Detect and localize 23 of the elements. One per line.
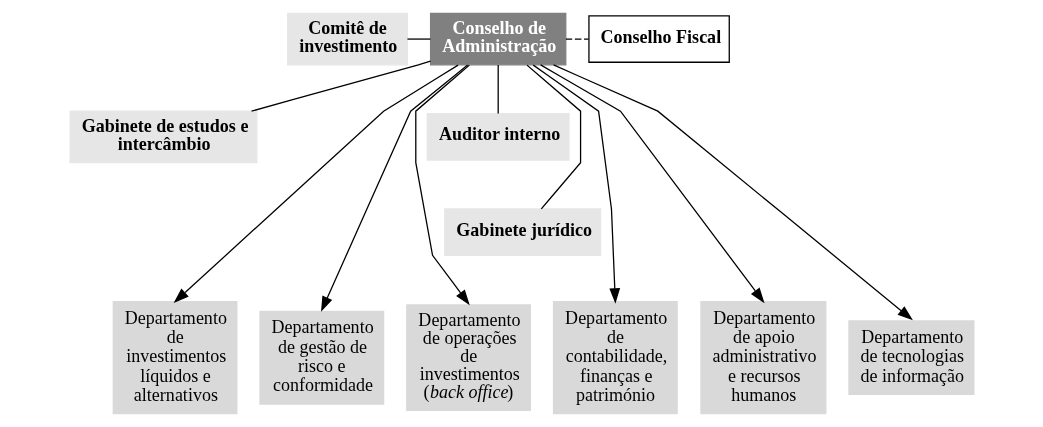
node-box: Gabinete de estudos e intercâmbio [69, 110, 257, 164]
node-box: Departamento de tecnologias de informação [847, 320, 974, 395]
arrow [552, 64, 913, 321]
node-box: Conselho Fiscal [587, 15, 730, 63]
connector [564, 38, 589, 40]
arrow [320, 64, 468, 312]
node-box: Departamento de contabilidade, finanças e património [552, 301, 678, 415]
connector [525, 64, 581, 210]
node-box: Departamento de apoio administrativo e recursos humanos [699, 301, 826, 415]
node-box: Auditor interno [426, 113, 570, 161]
node-box: Departamento de operações de investimentos (back office) [405, 304, 531, 412]
arrow [414, 64, 470, 306]
node-box: Conselho de Administração [429, 12, 566, 66]
node-box: Departamento de gestão de risco e conformidade [258, 310, 384, 405]
arrow [532, 64, 620, 304]
node-box: Departamento de investimentos líquidos e alternativos [112, 301, 237, 415]
node-box: Gabinete jurídico [443, 208, 601, 256]
connector [497, 64, 499, 115]
connector [406, 38, 431, 40]
connector [250, 60, 431, 112]
arrow [173, 64, 459, 303]
arrow [539, 64, 765, 304]
node-box: Comitê de investimento [286, 12, 408, 66]
